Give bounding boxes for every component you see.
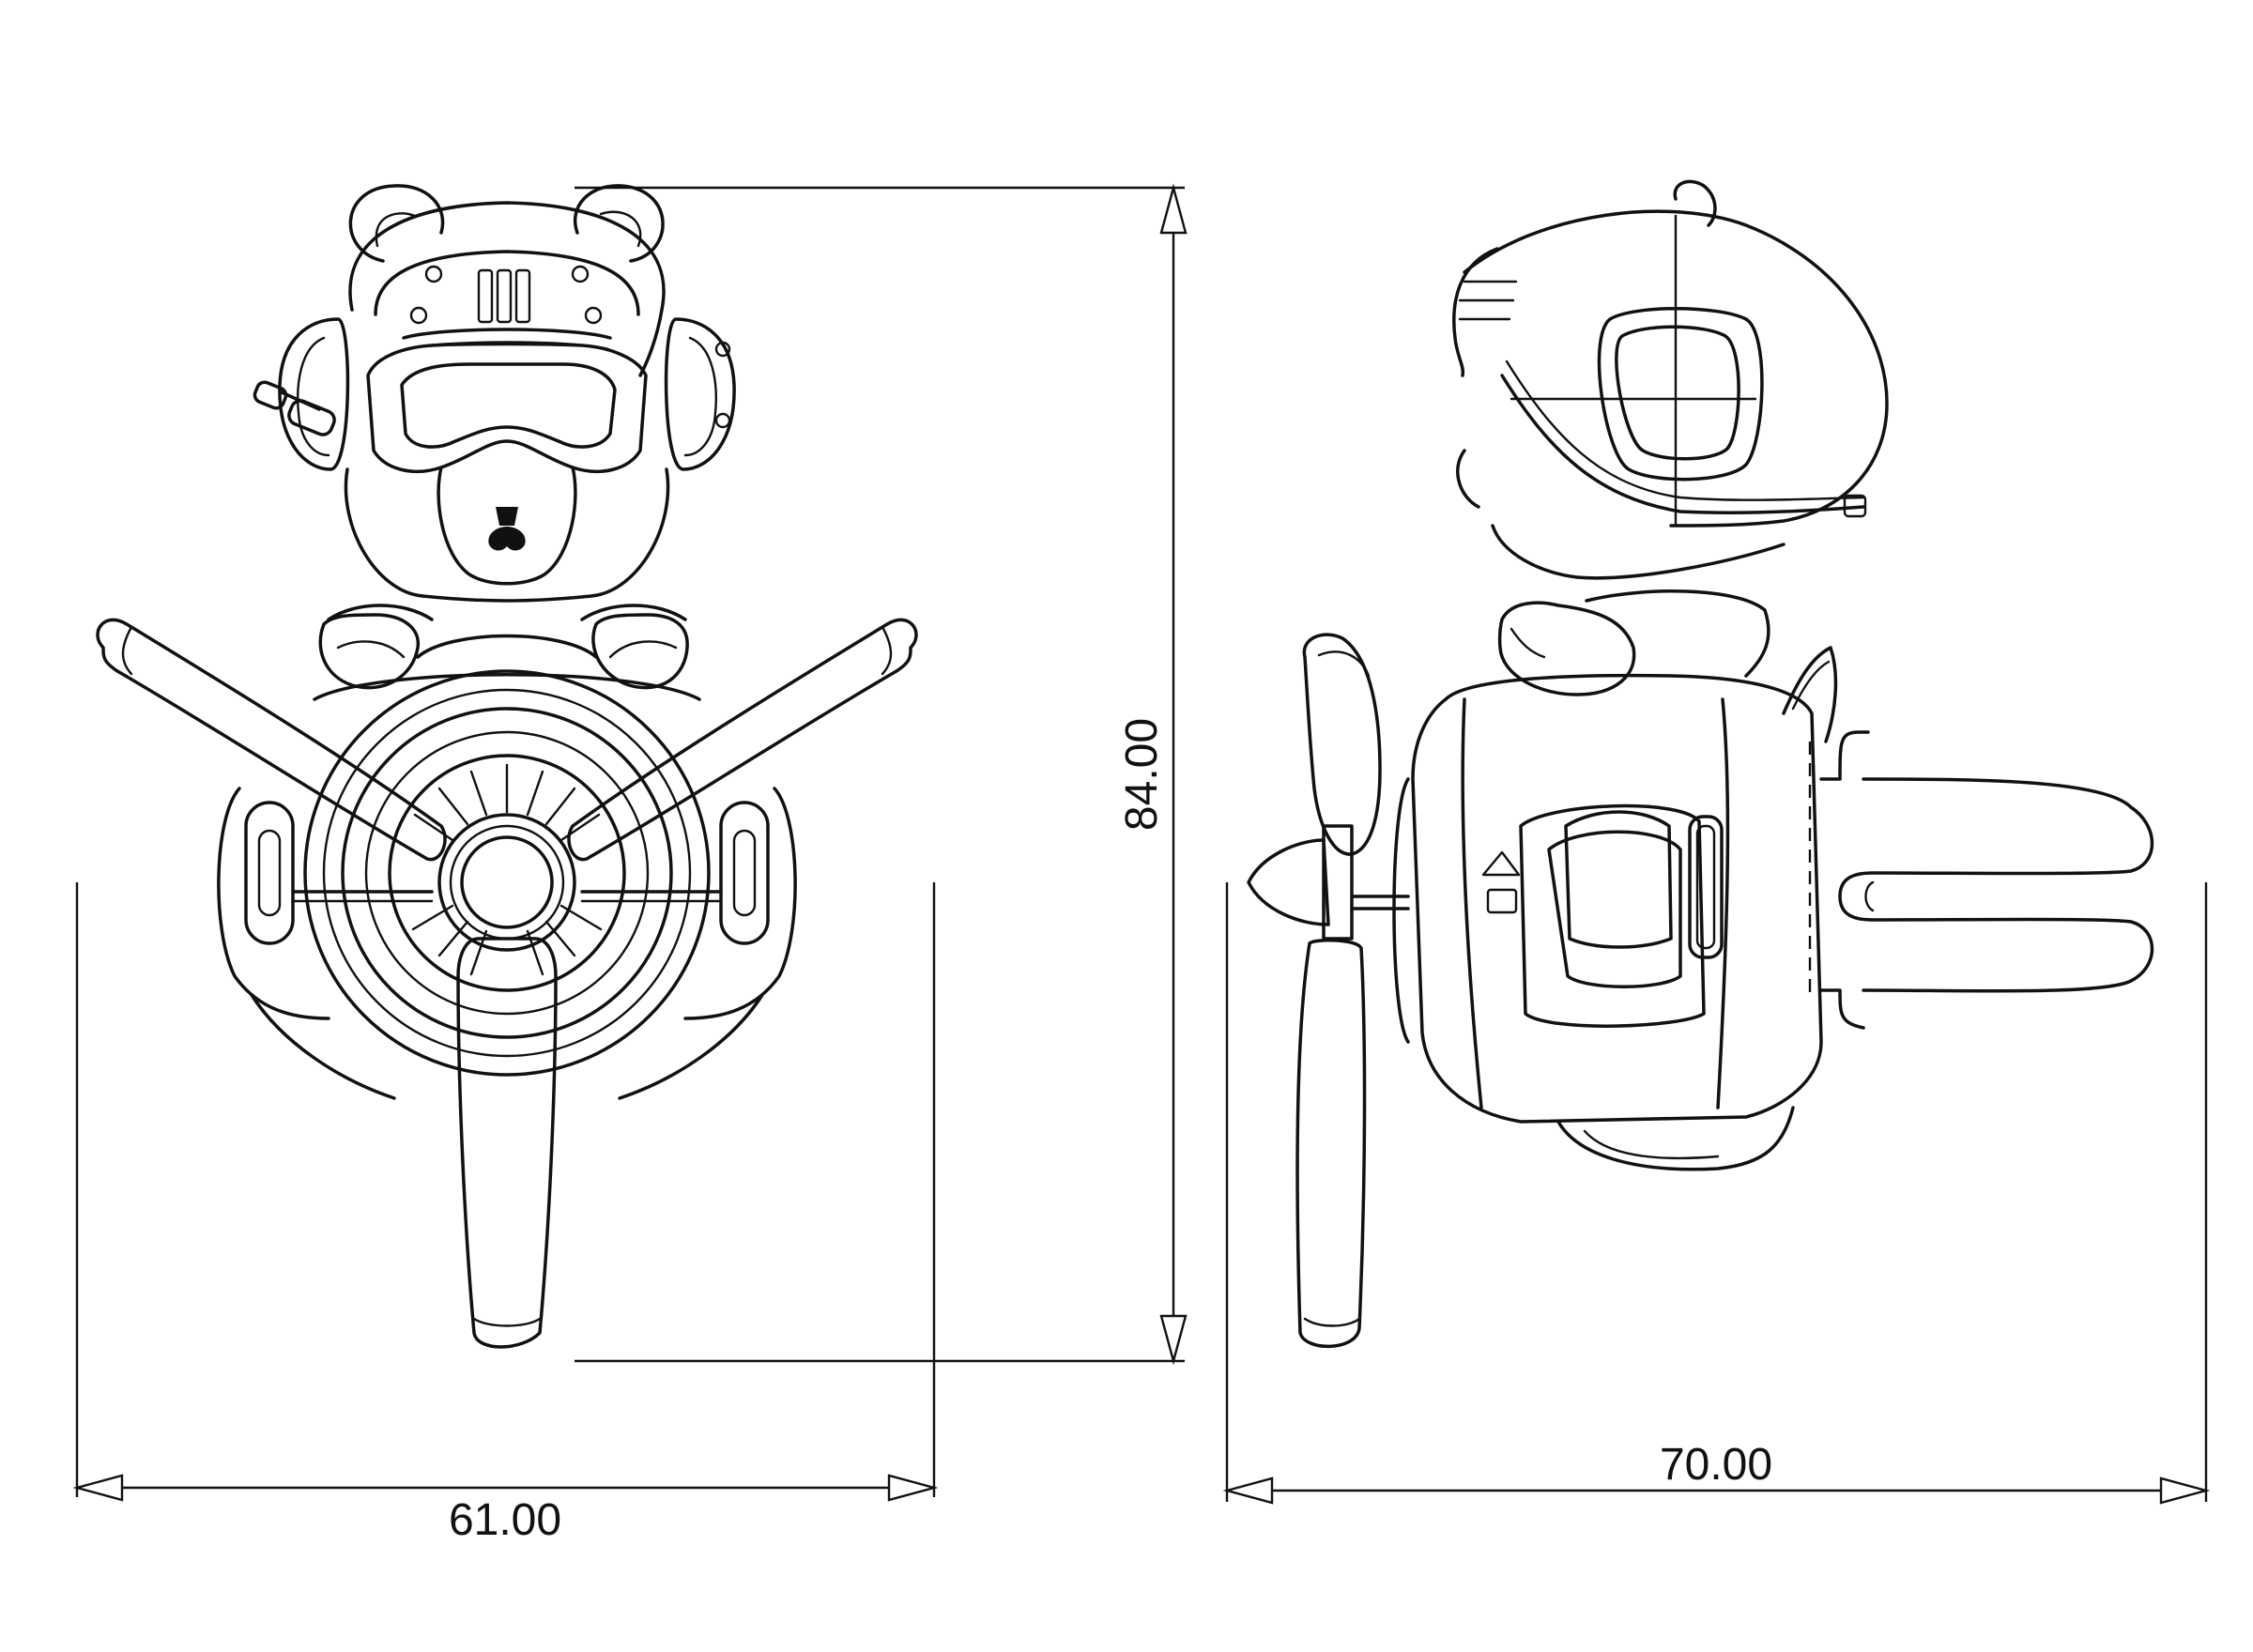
side-tail bbox=[1782, 646, 1838, 743]
side-clip bbox=[1819, 730, 2154, 1030]
front-face bbox=[344, 466, 670, 603]
dimension-width-front: 61.00 bbox=[72, 882, 939, 1545]
height-label: 84.00 bbox=[1117, 718, 1167, 831]
side-view bbox=[1247, 179, 2154, 1349]
front-goggles bbox=[366, 342, 648, 474]
front-width-label: 61.00 bbox=[449, 1495, 561, 1545]
side-depth-label: 70.00 bbox=[1660, 1440, 1772, 1490]
front-propeller bbox=[96, 618, 918, 1349]
front-body bbox=[318, 604, 689, 690]
dimension-height: 84.00 bbox=[575, 183, 1188, 1366]
front-engine bbox=[217, 669, 797, 1100]
side-engine bbox=[1392, 673, 1823, 1171]
side-propeller bbox=[1247, 633, 1410, 1349]
dimension-depth-side: 70.00 bbox=[1222, 882, 2211, 1505]
side-head bbox=[1452, 179, 1889, 528]
side-body bbox=[1491, 524, 1786, 696]
front-view bbox=[96, 184, 918, 1349]
